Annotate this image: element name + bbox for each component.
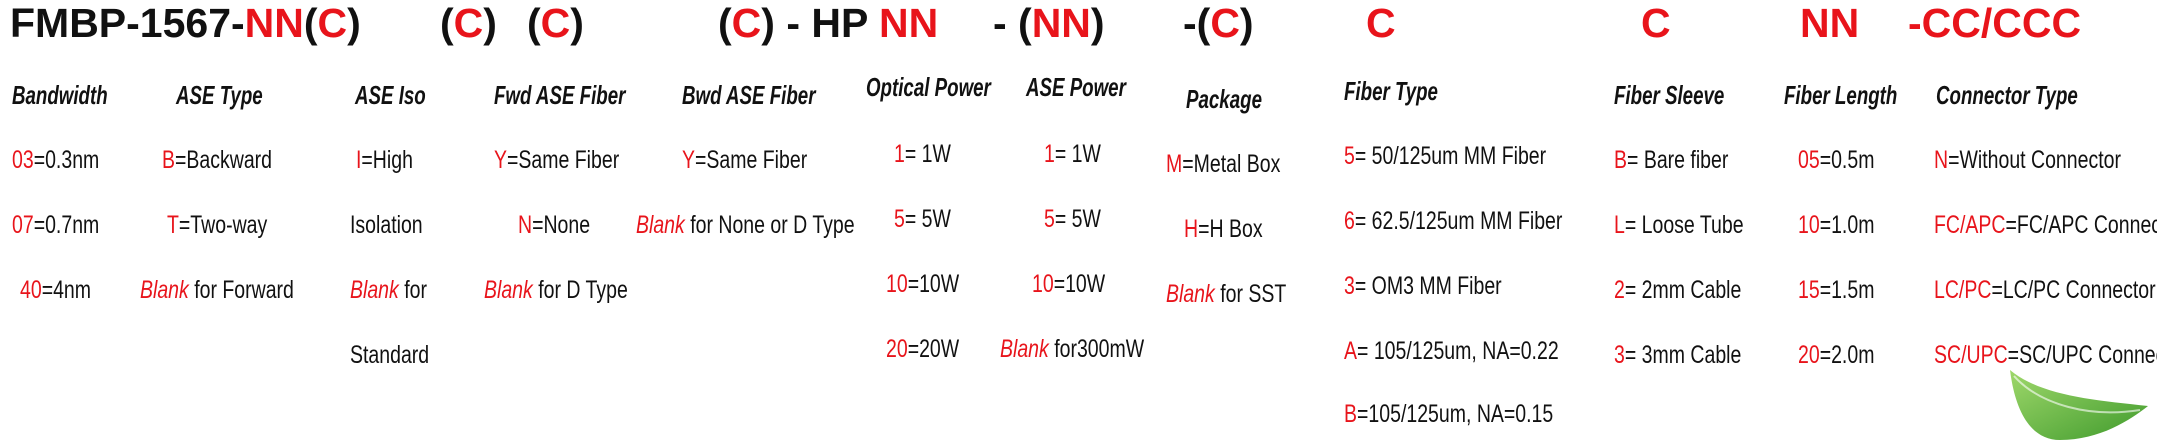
header-connector-type: Connector Type [1936,80,2078,110]
option-bwd-ase-fiber: Y=Same Fiber [682,146,808,174]
leaf-icon [1980,370,2150,440]
option-ase-type: T=Two-way [167,211,268,239]
part-number-seg-fiber-sleeve: C [1641,0,1671,46]
option-ase-iso: Isolation [350,211,423,239]
option-connector-type: LC/PC=LC/PC Connector [1934,276,2156,304]
part-number-seg-fiber-length: NN [1800,0,1860,46]
header-bandwidth: Bandwidth [12,80,108,110]
option-bandwidth: 07=0.7nm [12,211,100,239]
option-fiber-sleeve: 2= 2mm Cable [1614,276,1742,304]
option-bwd-ase-fiber: Blank for None or D Type [636,211,855,239]
option-fiber-sleeve: B= Bare fiber [1614,146,1729,174]
option-package: Blank for SST [1166,280,1287,308]
option-ase-iso: I=High [356,146,413,174]
header-ase-power: ASE Power [1026,72,1126,102]
option-ase-power: 1= 1W [1044,140,1101,168]
option-fiber-length: 05=0.5m [1798,146,1875,174]
option-ase-iso: Standard [350,341,430,369]
option-ase-power: 10=10W [1032,270,1106,298]
header-optical-power: Optical Power [866,72,991,102]
option-fiber-type: A= 105/125um, NA=0.22 [1344,337,1559,365]
option-ase-type: Blank for Forward [140,276,294,304]
option-connector-type: N=Without Connector [1934,146,2121,174]
header-fiber-length: Fiber Length [1784,80,1898,110]
option-bandwidth: 40=4nm [20,276,92,304]
option-connector-type: SC/UPC=SC/UPC Connector [1934,341,2157,369]
header-ase-iso: ASE Iso [355,80,426,110]
option-fwd-ase-fiber: N=None [518,211,591,239]
part-number-prefix: FMBP-1567-NN(C) [10,0,361,46]
option-fiber-type: B=105/125um, NA=0.15 [1344,400,1554,428]
option-optical-power: 10=10W [886,270,960,298]
header-fwd-ase-fiber: Fwd ASE Fiber [494,80,626,110]
header-fiber-type: Fiber Type [1344,76,1438,106]
header-ase-type: ASE Type [176,80,263,110]
option-fiber-sleeve: 3= 3mm Cable [1614,341,1742,369]
part-number-seg-fiber-type: C [1366,0,1396,46]
option-fiber-length: 10=1.0m [1798,211,1875,239]
option-optical-power: 20=20W [886,335,960,363]
option-ase-iso: Blank for [350,276,427,304]
part-number-seg-fwd: (C) [527,0,584,46]
part-number-seg-connector: -CC/CCC [1908,0,2082,46]
part-number-seg-package: -(C) [1183,0,1254,46]
option-optical-power: 5= 5W [894,205,951,233]
part-number-seg-ase-power: - (NN) [993,0,1105,46]
option-fiber-type: 3= OM3 MM Fiber [1344,272,1502,300]
option-fiber-type: 6= 62.5/125um MM Fiber [1344,207,1563,235]
option-connector-type: FC/APC=FC/APC Connector [1934,211,2157,239]
option-package: H=H Box [1184,215,1263,243]
option-fwd-ase-fiber: Blank for D Type [484,276,628,304]
part-number-seg-iso: (C) [440,0,497,46]
header-bwd-ase-fiber: Bwd ASE Fiber [682,80,816,110]
option-ase-type: B=Backward [162,146,273,174]
header-fiber-sleeve: Fiber Sleeve [1614,80,1725,110]
option-optical-power: 1= 1W [894,140,951,168]
option-package: M=Metal Box [1166,150,1281,178]
option-fwd-ase-fiber: Y=Same Fiber [494,146,620,174]
option-fiber-length: 15=1.5m [1798,276,1875,304]
part-number-seg-bwd-hp: (C) - HP NN [718,0,939,46]
option-ase-power: 5= 5W [1044,205,1101,233]
option-fiber-type: 5= 50/125um MM Fiber [1344,142,1547,170]
option-fiber-length: 20=2.0m [1798,341,1875,369]
option-ase-power: Blank for300mW [1000,335,1145,363]
option-fiber-sleeve: L= Loose Tube [1614,211,1744,239]
header-package: Package [1186,84,1262,114]
option-bandwidth: 03=0.3nm [12,146,100,174]
